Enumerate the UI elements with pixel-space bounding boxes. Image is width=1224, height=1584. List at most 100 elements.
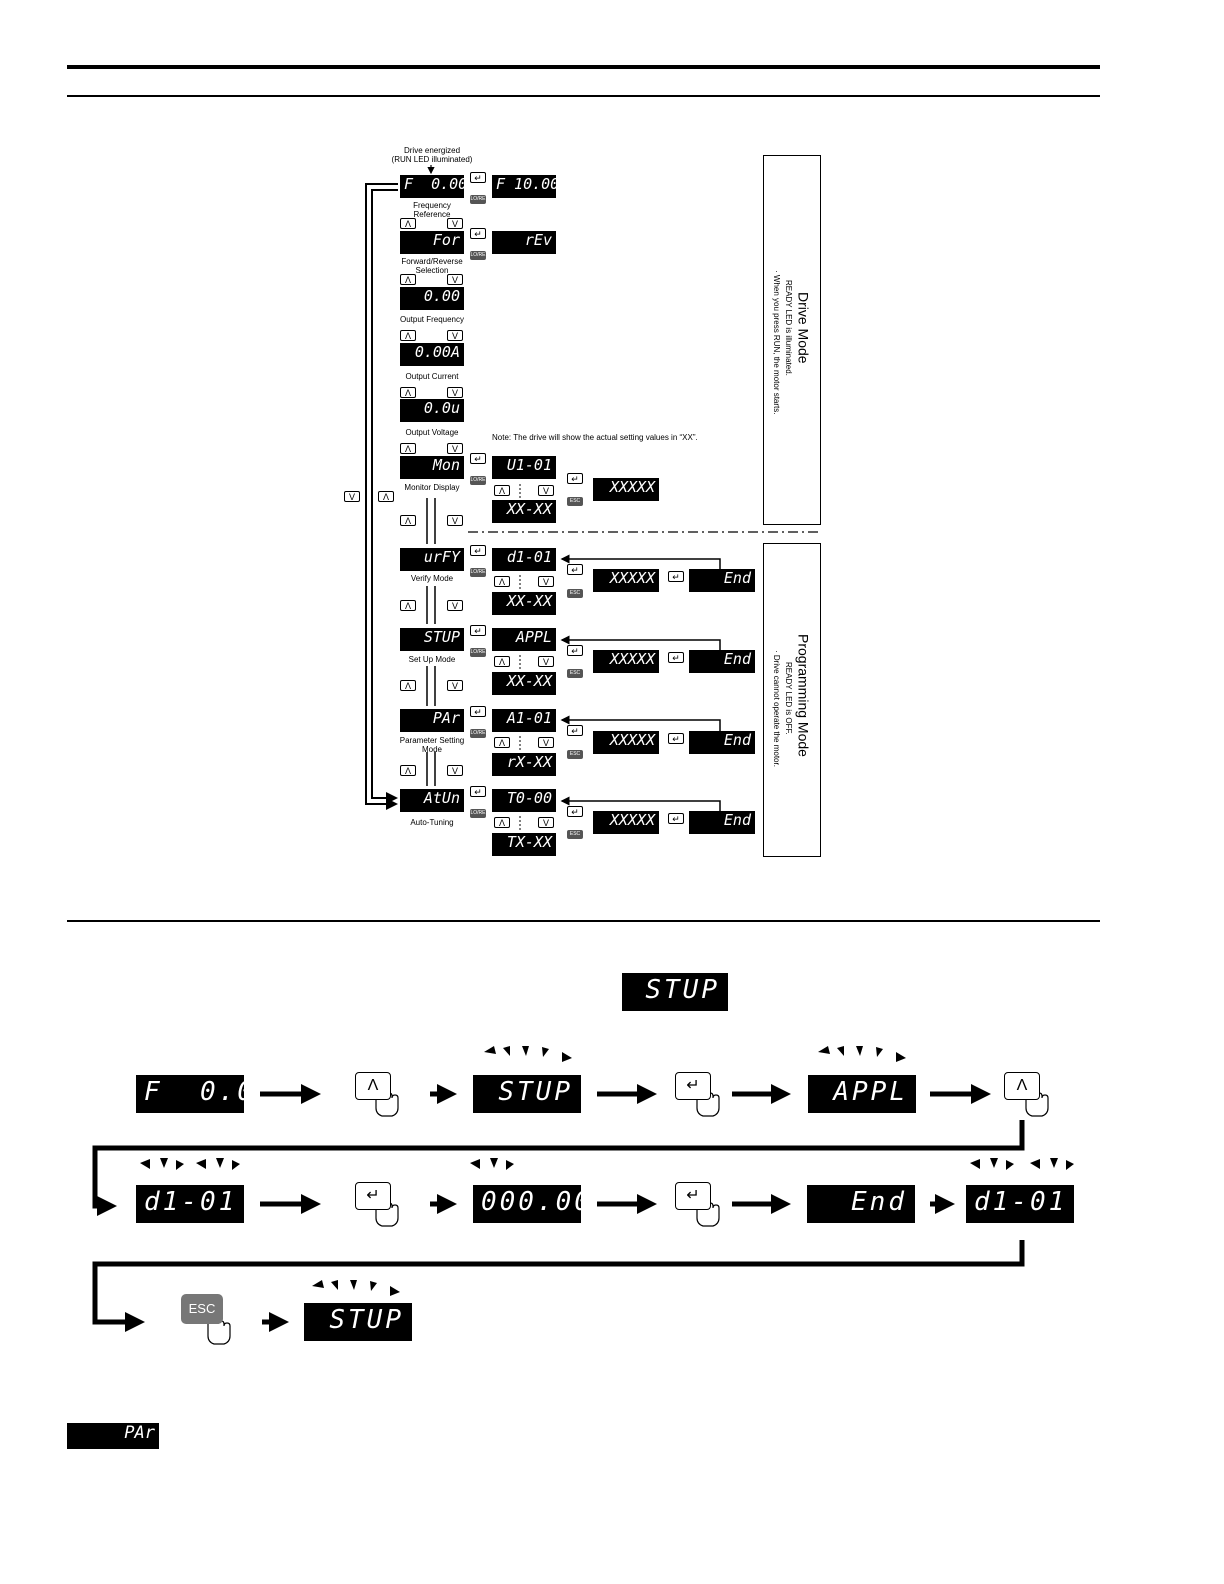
enter-key-icon: ↵ <box>668 733 684 744</box>
enter-key-icon: ↵ <box>355 1182 391 1210</box>
enter-key-icon: ↵ <box>567 725 583 736</box>
up-key-icon: Λ <box>400 600 416 611</box>
lo-re-key-icon: LO/RE <box>470 648 486 657</box>
lo-re-key-icon: LO/RE <box>470 476 486 485</box>
display-setup-mode: STUP <box>400 628 464 651</box>
up-key-icon: Λ <box>400 218 416 229</box>
lo-re-key-icon: LO/RE <box>470 568 486 577</box>
label-auto-tuning: Auto-Tuning <box>410 818 454 827</box>
enter-key-icon: ↵ <box>567 473 583 484</box>
up-key-icon: Λ <box>494 485 510 496</box>
up-key-icon: Λ <box>494 576 510 587</box>
up-key-icon: Λ <box>400 274 416 285</box>
up-key-icon: Λ <box>1004 1072 1040 1100</box>
procedure-figure: STUP <box>0 930 1224 1450</box>
programming-mode-box: Programming Mode READY LED is OFF. · Dri… <box>763 543 821 857</box>
programming-mode-line2: · Drive cannot operate the motor. <box>771 650 781 767</box>
enter-key-icon: ↵ <box>470 545 486 556</box>
par-display: PAr <box>67 1423 159 1449</box>
display-frequency-reference: F 0.00 <box>400 175 464 198</box>
programming-mode-line1: READY LED is OFF. <box>783 662 793 735</box>
label-monitor-display: Monitor Display <box>404 483 460 492</box>
lo-re-key-icon: LO/RE <box>470 195 486 204</box>
label-output-voltage: Output Voltage <box>405 428 459 437</box>
down-key-icon: V <box>344 491 360 502</box>
enter-key-icon: ↵ <box>567 564 583 575</box>
esc-key-icon: ESC <box>567 589 583 598</box>
label-output-frequency: Output Frequency <box>399 315 465 324</box>
up-key-icon: Λ <box>400 330 416 341</box>
esc-key-icon: ESC <box>181 1294 223 1324</box>
enter-key-icon: ↵ <box>675 1072 711 1100</box>
header-rule-thick <box>67 65 1100 69</box>
down-key-icon: V <box>447 515 463 526</box>
display-verify-param: d1-01 <box>492 548 556 571</box>
down-key-icon: V <box>447 274 463 285</box>
step-display-d1-01: d1-01 <box>136 1185 244 1223</box>
esc-key-icon: ESC <box>567 669 583 678</box>
enter-key-icon: ↵ <box>567 645 583 656</box>
down-key-icon: V <box>538 817 554 828</box>
drive-mode-line1: READY LED is illuminated. <box>783 280 793 376</box>
header-rule-thin <box>67 95 1100 97</box>
up-key-icon: Λ <box>355 1072 391 1100</box>
up-key-icon: Λ <box>400 680 416 691</box>
step-display-appl: APPL <box>808 1075 916 1113</box>
display-setup-param-range: XX-XX <box>492 672 556 695</box>
drive-mode-box: Drive Mode READY LED is illuminated. · W… <box>763 155 821 525</box>
diagram-connectors <box>365 165 822 830</box>
down-key-icon: V <box>447 680 463 691</box>
esc-key-icon: ESC <box>567 497 583 506</box>
enter-key-icon: ↵ <box>668 652 684 663</box>
down-key-icon: V <box>447 330 463 341</box>
lo-re-key-icon: LO/RE <box>470 251 486 260</box>
display-par-param: A1-01 <box>492 709 556 732</box>
label-setup-mode: Set Up Mode <box>408 655 456 664</box>
up-key-icon: Λ <box>400 387 416 398</box>
display-setup-end: End <box>689 650 755 673</box>
display-parameter-setting: PAr <box>400 709 464 732</box>
label-output-current: Output Current <box>405 372 459 381</box>
mode-diagram: Drive energized (RUN LED illuminated) F … <box>344 146 822 857</box>
step-display-d1-01-final: d1-01 <box>966 1185 1074 1223</box>
esc-key-icon: ESC <box>567 750 583 759</box>
up-key-icon: Λ <box>400 765 416 776</box>
display-par-value: XXXXX <box>593 731 659 754</box>
display-verify-param-range: XX-XX <box>492 592 556 615</box>
label-forward-reverse: Forward/Reverse Selection <box>401 257 463 275</box>
enter-key-icon: ↵ <box>470 625 486 636</box>
down-key-icon: V <box>447 443 463 454</box>
up-key-icon: Λ <box>378 491 394 502</box>
display-output-current: 0.00A <box>400 343 464 366</box>
display-par-end: End <box>689 731 755 754</box>
display-tuning-end: End <box>689 811 755 834</box>
display-tuning-param-range: TX-XX <box>492 833 556 856</box>
display-setup-value: XXXXX <box>593 650 659 673</box>
step-display-setup: STUP <box>473 1075 581 1113</box>
up-key-icon: Λ <box>400 515 416 526</box>
display-monitor-value: XXXXX <box>593 478 659 501</box>
down-key-icon: V <box>447 387 463 398</box>
display-frequency-alt: F 10.00 <box>492 175 556 198</box>
esc-key-icon: ESC <box>567 830 583 839</box>
display-par-param-range: rX-XX <box>492 753 556 776</box>
enter-key-icon: ↵ <box>470 228 486 239</box>
display-auto-tuning: AtUn <box>400 789 464 812</box>
down-key-icon: V <box>447 218 463 229</box>
display-output-voltage: 0.0u <box>400 399 464 422</box>
up-key-icon: Λ <box>400 443 416 454</box>
display-verify-mode: urFY <box>400 548 464 571</box>
up-key-icon: Λ <box>494 817 510 828</box>
procedure-heading-display: STUP <box>622 973 728 1011</box>
drive-mode-line2: · When you press RUN, the motor starts. <box>771 270 781 415</box>
label-frequency-reference: Frequency Reference <box>413 201 451 219</box>
display-forward-reverse: For <box>400 231 464 254</box>
display-setup-param: APPL <box>492 628 556 651</box>
diagram-note: Note: The drive will show the actual set… <box>492 433 698 442</box>
section-rule <box>67 920 1100 922</box>
enter-key-icon: ↵ <box>567 806 583 817</box>
down-key-icon: V <box>538 576 554 587</box>
down-key-icon: V <box>538 737 554 748</box>
step-display-value: 000.00 <box>473 1185 581 1223</box>
drive-energized-label: Drive energized (RUN LED illuminated) <box>391 146 473 164</box>
